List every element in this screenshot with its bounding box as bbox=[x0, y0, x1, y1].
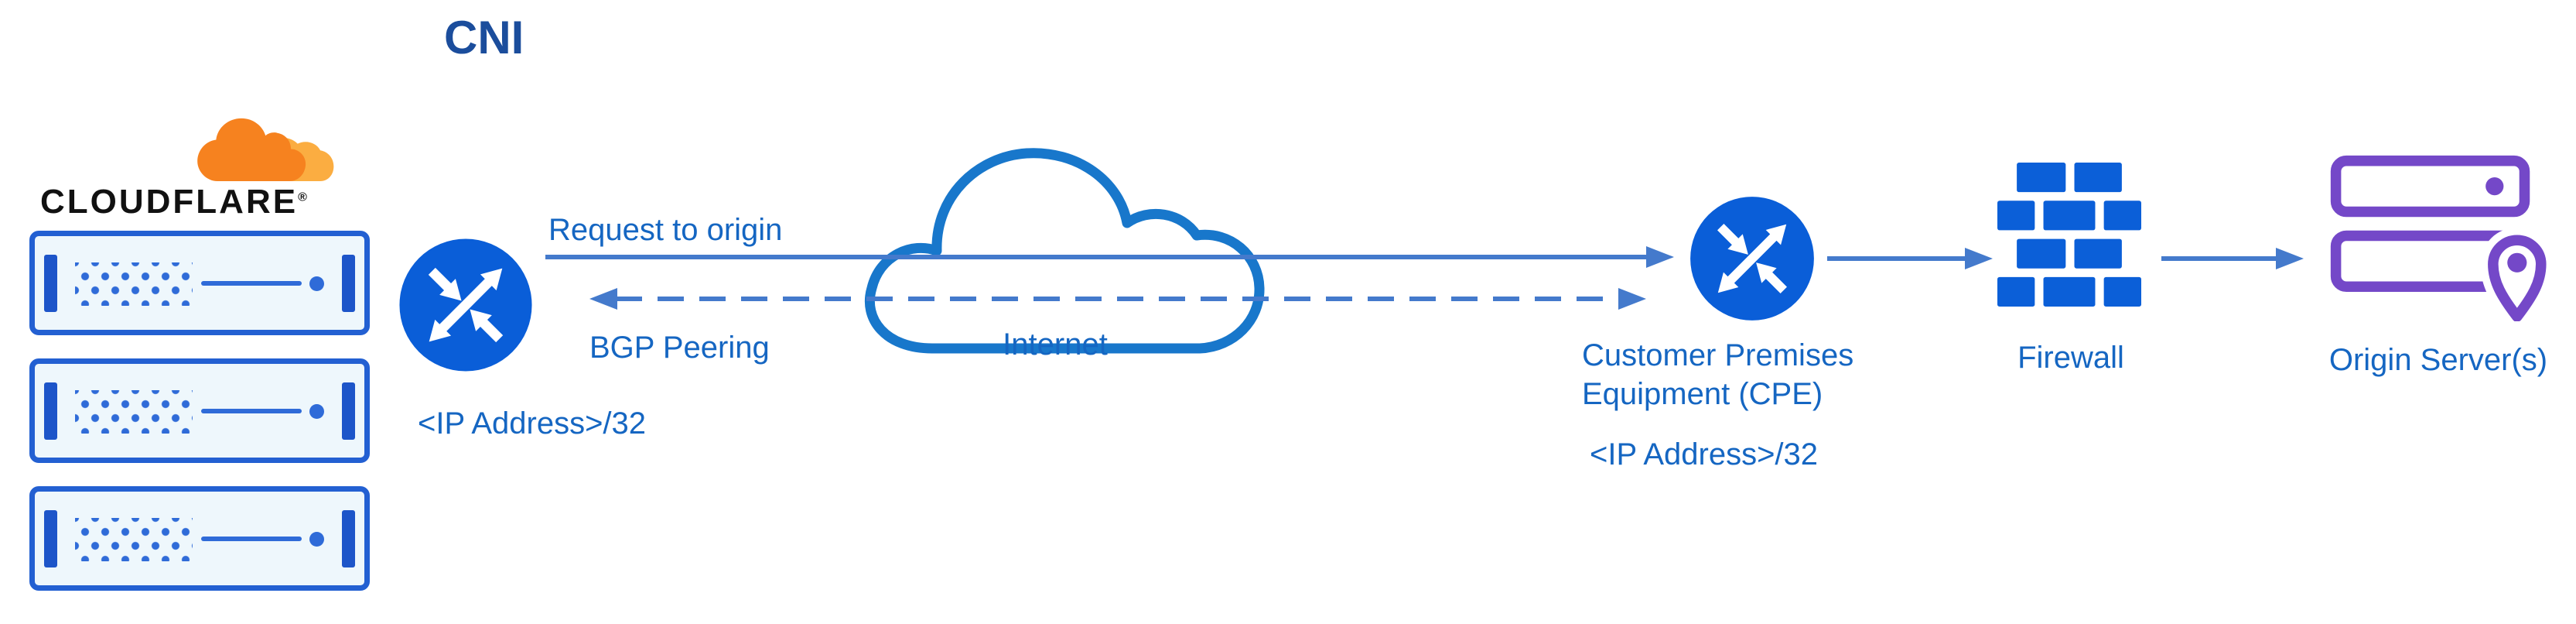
rack-indicator-dot bbox=[309, 532, 324, 547]
rack-right-tab bbox=[342, 510, 355, 567]
rack-right-tab bbox=[342, 255, 355, 312]
location-pin-icon bbox=[2480, 227, 2554, 321]
cpe-to-firewall-arrow bbox=[1827, 248, 1993, 269]
cloudflare-cloud-icon bbox=[197, 118, 334, 181]
cpe-ip-label: <IP Address>/32 bbox=[1590, 437, 1819, 471]
cloudflare-router-icon bbox=[399, 238, 532, 372]
cpe-router-icon bbox=[1690, 197, 1814, 321]
origin-server-icon bbox=[2330, 155, 2554, 321]
rack-indicator-dot bbox=[309, 404, 324, 419]
firewall-label: Firewall bbox=[2017, 341, 2124, 375]
internet-label: Internet bbox=[1003, 327, 1108, 362]
request-arrow bbox=[545, 246, 1674, 268]
rack-left-tab bbox=[44, 382, 57, 440]
request-to-origin-label: Request to origin bbox=[548, 213, 783, 247]
registered-mark: ® bbox=[298, 190, 307, 204]
cloudflare-server-rack bbox=[29, 486, 370, 591]
rack-dots bbox=[75, 262, 193, 306]
rack-line bbox=[201, 409, 302, 413]
rack-dots bbox=[75, 390, 193, 434]
cloudflare-server-rack bbox=[29, 231, 370, 335]
cpe-label: Customer Premises Equipment (CPE) bbox=[1582, 338, 1854, 411]
cloudflare-wordmark: CLOUDFLARE® bbox=[40, 183, 307, 221]
rack-line bbox=[201, 281, 302, 286]
rack-dots bbox=[75, 518, 193, 561]
origin-server-label: Origin Server(s) bbox=[2328, 343, 2548, 377]
rack-left-tab bbox=[44, 255, 57, 312]
rack-right-tab bbox=[342, 382, 355, 440]
bgp-peering-arrow bbox=[589, 288, 1646, 310]
cloudflare-wordmark-text: CLOUDFLARE bbox=[40, 183, 299, 221]
cloudflare-server-rack bbox=[29, 358, 370, 463]
cloudflare-logo bbox=[193, 116, 340, 187]
rack-indicator-dot bbox=[309, 276, 324, 291]
rack-line bbox=[201, 537, 302, 541]
firewall-to-origin-arrow bbox=[2161, 248, 2304, 269]
firewall-icon bbox=[1997, 163, 2141, 307]
rack-left-tab bbox=[44, 510, 57, 567]
cloudflare-router-ip-label: <IP Address>/32 bbox=[418, 406, 647, 441]
bgp-peering-label: BGP Peering bbox=[589, 331, 770, 365]
diagram-title: CNI bbox=[444, 12, 524, 63]
